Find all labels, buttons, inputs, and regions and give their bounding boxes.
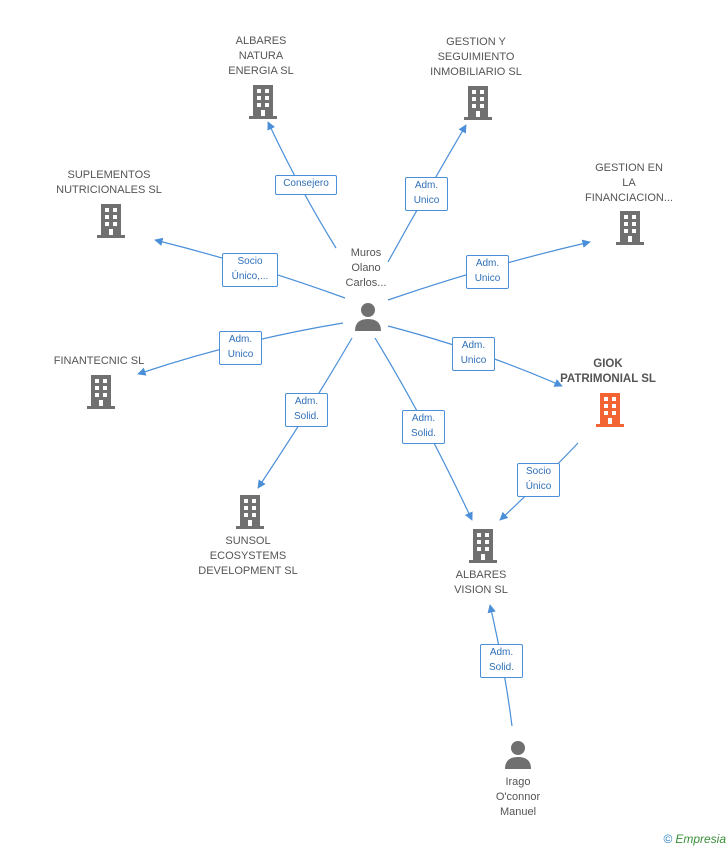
relation-label: Socio Único <box>517 463 560 497</box>
building-icon[interactable] <box>96 204 126 238</box>
person-icon[interactable] <box>353 301 383 331</box>
relation-label: Adm. Unico <box>219 331 262 365</box>
person-label-center[interactable]: Muros Olano Carlos... <box>345 247 387 289</box>
person-icon[interactable] <box>503 739 533 769</box>
company-label-finantecnic[interactable]: FINANTECNIC SL <box>53 355 145 367</box>
building-icon[interactable] <box>235 495 265 529</box>
building-icon[interactable] <box>248 85 278 119</box>
company-label-gestion-seguimiento[interactable]: GESTION Y SEGUIMIENTO INMOBILIARIO SL <box>430 36 522 78</box>
brand-name: Empresia <box>675 832 726 846</box>
building-icon[interactable] <box>615 211 645 245</box>
relation-label: Adm. Unico <box>405 177 448 211</box>
building-icon[interactable] <box>468 529 498 563</box>
company-label-albares-natura[interactable]: ALBARES NATURA ENERGIA SL <box>228 35 294 77</box>
relation-label: Adm. Unico <box>466 255 509 289</box>
relation-label: Adm. Solid. <box>480 644 523 678</box>
relation-label: Adm. Unico <box>452 337 495 371</box>
relation-label: Adm. Solid. <box>285 393 328 427</box>
building-icon[interactable] <box>463 86 493 120</box>
building-icon-highlighted[interactable] <box>595 393 625 427</box>
company-label-albares-vision[interactable]: ALBARES VISION SL <box>454 569 508 596</box>
relation-label: Adm. Solid. <box>402 410 445 444</box>
person-label-irago[interactable]: Irago O'connor Manuel <box>495 776 541 818</box>
company-label-giok[interactable]: GIOK PATRIMONIAL SL <box>560 358 656 385</box>
relation-label: Socio Único,... <box>222 253 278 287</box>
company-label-gestion-financiacion[interactable]: GESTION EN LA FINANCIACION... <box>584 162 673 204</box>
copyright-symbol: © <box>663 832 673 846</box>
relation-label: Consejero <box>275 175 337 195</box>
company-label-suplementos[interactable]: SUPLEMENTOS NUTRICIONALES SL <box>56 169 162 196</box>
company-label-sunsol[interactable]: SUNSOL ECOSYSTEMS DEVELOPMENT SL <box>198 535 298 577</box>
empresia-watermark[interactable]: ©Empresia <box>663 832 726 846</box>
building-icon[interactable] <box>86 375 116 409</box>
